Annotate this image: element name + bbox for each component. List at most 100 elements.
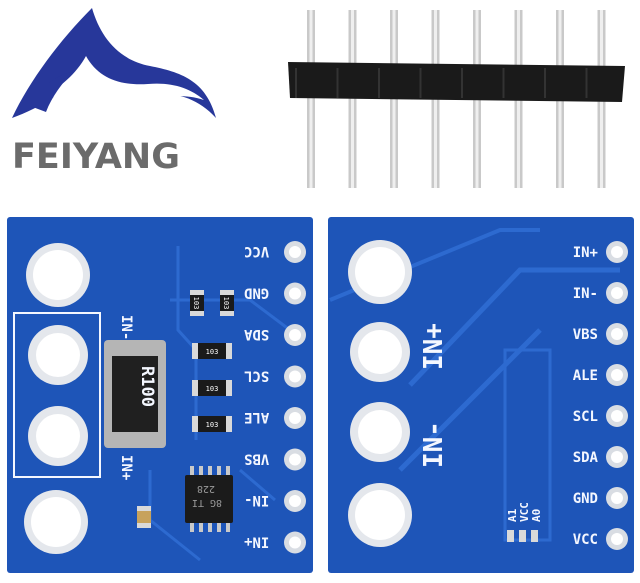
smd-code: 103 [192,297,200,310]
pin-label: VCC [244,243,269,259]
label-in-minus: IN- [118,315,134,340]
chip-leg [190,522,194,532]
smd-code: 103 [222,297,230,310]
pin-hole [611,369,623,381]
label-in-plus-large: IN+ [419,323,449,370]
chip-leg [208,522,212,532]
pin-label: VCC [573,532,598,548]
pin-hole [611,246,623,258]
smd-cap [220,290,234,295]
pin-label: GND [244,285,269,301]
ina-chip: 228 8G TI [185,466,233,532]
pin-hole [289,246,301,258]
mounting-hole [350,322,410,382]
address-pad [519,530,526,542]
pin-hole [289,495,301,507]
shunt-resistor: R100 [104,340,166,448]
header-divider [378,68,380,98]
chip-leg [199,522,203,532]
header-plastic-body [288,62,625,102]
pin-hole [611,533,623,545]
pin-label: IN- [244,492,269,508]
header-divider [336,68,339,98]
mounting-hole [28,406,88,466]
pin-label: IN+ [244,534,269,550]
pin-hole [289,370,301,383]
pin-label: ALE [573,368,598,384]
chip-marking-line1: 228 [197,483,215,494]
mounting-hole [348,483,412,547]
header-divider [419,68,422,98]
smd-cap [220,311,234,316]
address-pad [507,530,514,542]
pcb-trace [408,267,620,387]
header-pin-highlight [309,10,313,188]
pin-label: VBS [244,451,269,467]
header-divider [461,68,463,98]
smd-cap [192,416,198,432]
smd-resistor [192,343,232,359]
logo-arch-icon [30,72,72,112]
pin-label: IN- [573,286,598,302]
pcb-right [328,217,634,573]
smd-resistor [190,290,204,316]
mounting-hole [28,325,88,385]
pin-hole [611,410,623,422]
chip-leg [217,466,221,476]
pin-hole [611,287,623,299]
mounting-hole [24,490,88,554]
label-in-plus: IN+ [118,455,134,480]
pin-label: GND [573,491,598,507]
chip-leg [190,466,194,476]
label-in-minus-large: IN- [419,421,449,468]
pin-hole [611,451,623,463]
smd-cap [190,290,204,295]
smd-code: 103 [206,385,219,393]
smd-cap [226,380,232,396]
mounting-hole [26,243,90,307]
address-label: A0 [530,509,543,522]
mounting-hole [348,240,412,304]
chip-leg [217,522,221,532]
smd-code: 103 [206,348,219,356]
brand-logo: FEIYANG [12,8,216,177]
pin-label: SDA [243,326,269,342]
chip-leg [208,466,212,476]
pin-hole [289,329,301,341]
chip-leg [226,466,230,476]
pcb-trace [503,348,552,542]
pin-hole [289,412,301,424]
brand-name: FEIYANG [12,137,180,177]
silk-outline [13,312,101,478]
pin-label: SCL [573,409,598,425]
pin-hole [611,328,623,340]
smd-cap [226,343,232,359]
logo-wave-icon [40,56,204,100]
smd-resistor [192,380,232,396]
pin-hole [289,453,301,466]
header-divider [502,68,505,98]
breakout-board-left: IN- IN+ R100 103 103 103 103 103 228 8G TI V… [7,217,313,573]
pin-header [288,10,625,188]
header-divider [544,68,546,98]
header-divider [585,68,588,98]
pin-hole [289,536,301,549]
pcb-trace [239,468,276,502]
chip-leg [199,466,203,476]
smd-code: 103 [206,421,219,429]
pin-label: IN+ [573,245,598,261]
smd-cap [190,311,204,316]
pin-hole [289,287,301,300]
pin-label: SCL [244,368,269,384]
pin-label: ALE [244,409,269,425]
address-pad [531,530,538,542]
chip-marking-line2: 8G TI [192,497,222,508]
address-label: VCC [518,502,531,522]
smd-cap [192,380,198,396]
smd-resistor [192,416,232,432]
chip-leg [226,522,230,532]
smd-cap [192,343,198,359]
address-label: A1 [506,508,519,522]
header-pin-highlight [351,10,354,188]
